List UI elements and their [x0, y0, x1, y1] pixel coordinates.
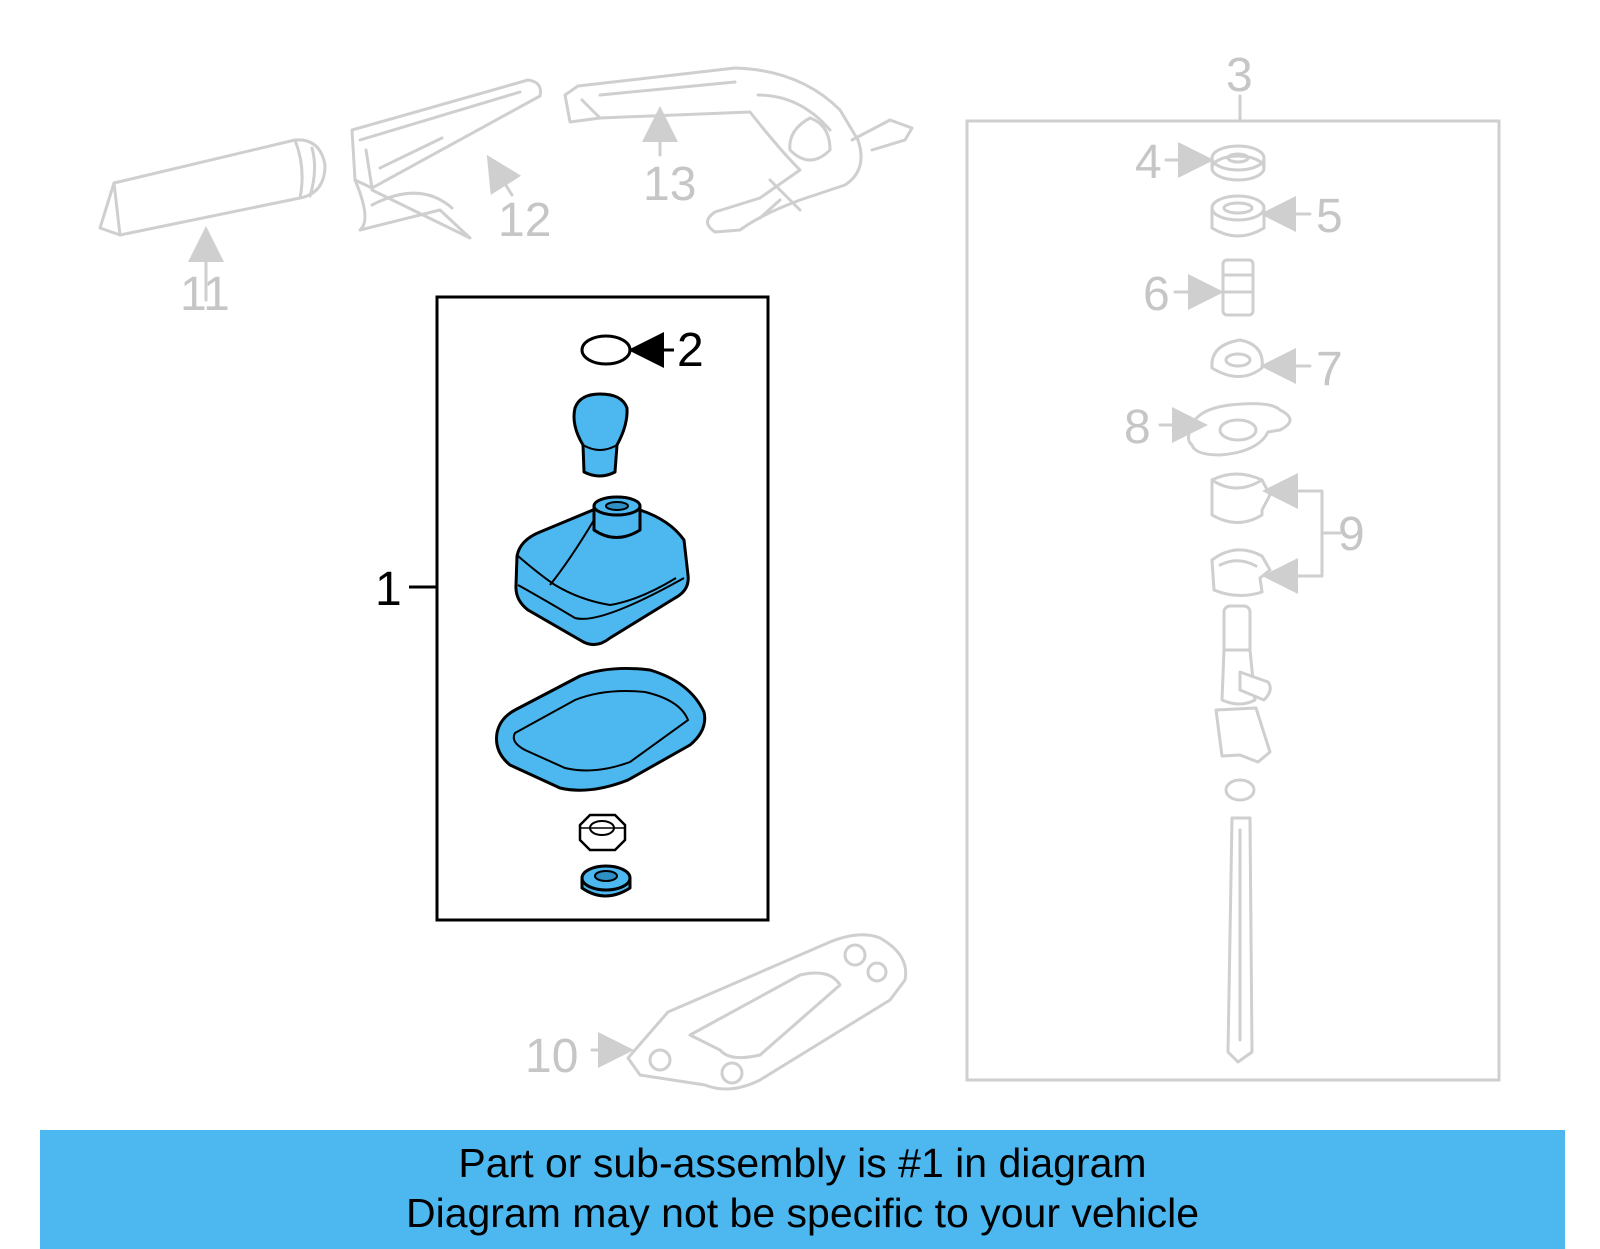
callout-7: 7 — [1316, 343, 1343, 396]
part-4-washer[interactable] — [1164, 142, 1266, 182]
part-1-nut[interactable] — [578, 813, 627, 852]
part-7-grommet[interactable] — [1210, 338, 1312, 384]
part-2-o-ring[interactable] — [580, 332, 674, 368]
callout-6: 6 — [1143, 268, 1170, 321]
callout-13: 13 — [643, 158, 696, 211]
callout-4: 4 — [1135, 136, 1162, 189]
part-8-plate[interactable] — [1158, 402, 1292, 457]
part-10-mount-plate[interactable] — [590, 933, 908, 1091]
callout-2: 2 — [677, 324, 704, 377]
callout-8: 8 — [1124, 401, 1151, 454]
info-banner: Part or sub-assembly is #1 in diagram Di… — [40, 1130, 1565, 1249]
part-6-spacer[interactable] — [1173, 258, 1255, 317]
part-9-clips[interactable] — [1210, 472, 1342, 597]
callout-3: 3 — [1226, 49, 1253, 102]
callout-11: 11 — [180, 268, 230, 321]
part-1-shift-boot[interactable] — [514, 495, 690, 646]
part-1-shift-knob[interactable] — [572, 392, 629, 478]
group-box-3 — [965, 119, 1501, 1082]
part-12-lever-cover[interactable] — [350, 78, 542, 240]
callout-9: 9 — [1338, 508, 1365, 561]
part-11-handle-grip[interactable] — [98, 138, 327, 302]
banner-line-1: Part or sub-assembly is #1 in diagram — [458, 1140, 1147, 1186]
callout-1: 1 — [375, 563, 402, 616]
callout-12: 12 — [498, 194, 551, 247]
group-box-1 — [435, 295, 770, 922]
part-13-brake-lever[interactable] — [563, 66, 914, 234]
callout-5: 5 — [1316, 190, 1343, 243]
callout-10: 10 — [525, 1030, 578, 1083]
part-1-washer[interactable] — [580, 864, 632, 898]
part-5-bushing[interactable] — [1210, 194, 1312, 238]
part-3-shift-lever[interactable] — [1214, 604, 1272, 1064]
part-1-base-plate[interactable] — [495, 666, 707, 792]
banner-line-2: Diagram may not be specific to your vehi… — [405, 1190, 1199, 1236]
